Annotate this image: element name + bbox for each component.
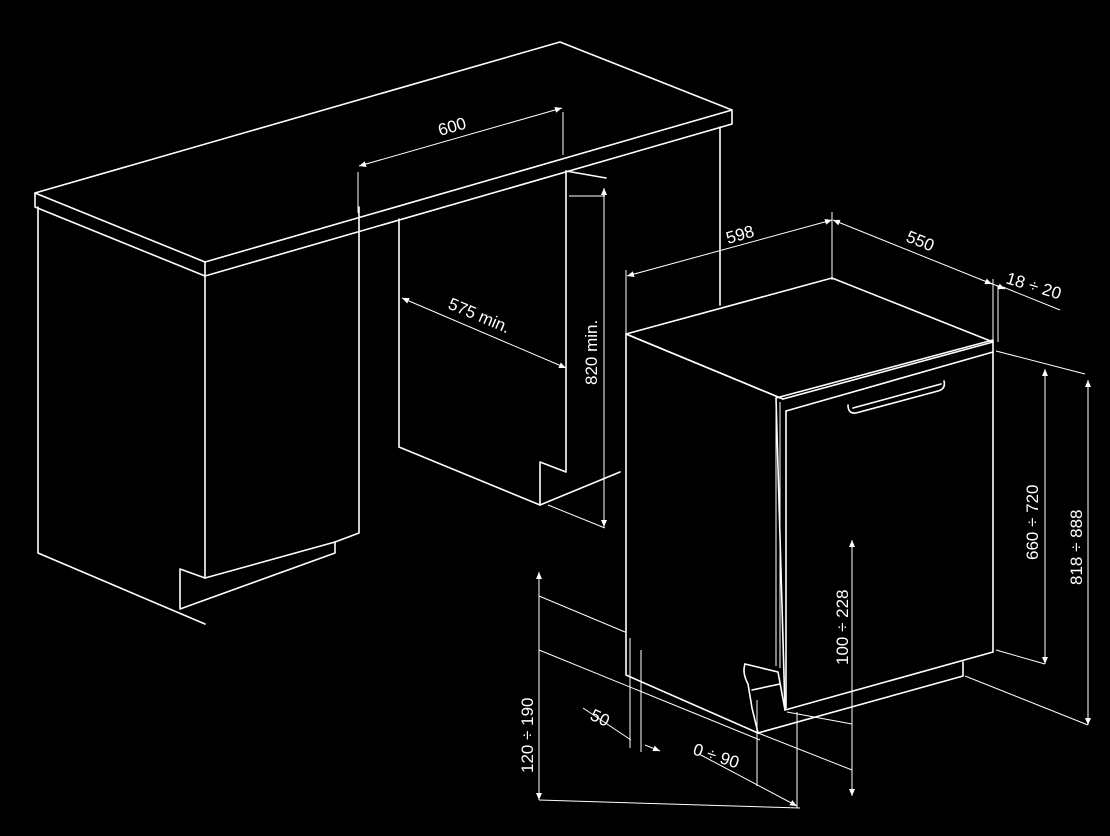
plinth-height-label: 120 ÷ 190 bbox=[518, 697, 537, 773]
dishwasher bbox=[625, 277, 994, 734]
kitchen-cabinet bbox=[34, 41, 733, 625]
plinth-offset-label: 0 ÷ 90 bbox=[691, 740, 742, 773]
plinth-door-range-label: 100 ÷ 228 bbox=[833, 589, 852, 665]
plinth-setback-label: 50 bbox=[587, 705, 612, 730]
appliance-width-label: 598 bbox=[724, 222, 757, 248]
door-gap-label: 18 ÷ 20 bbox=[1004, 269, 1064, 304]
door-height-label: 660 ÷ 720 bbox=[1023, 484, 1042, 560]
dimension-labels: 600 575 min. 820 min. 598 550 18 ÷ 20 66… bbox=[436, 114, 1086, 773]
appliance-depth-label: 550 bbox=[904, 227, 937, 255]
total-height-label: 818 ÷ 888 bbox=[1067, 509, 1086, 585]
dimension-lines bbox=[357, 107, 1091, 809]
niche-height-label: 820 min. bbox=[582, 320, 601, 385]
